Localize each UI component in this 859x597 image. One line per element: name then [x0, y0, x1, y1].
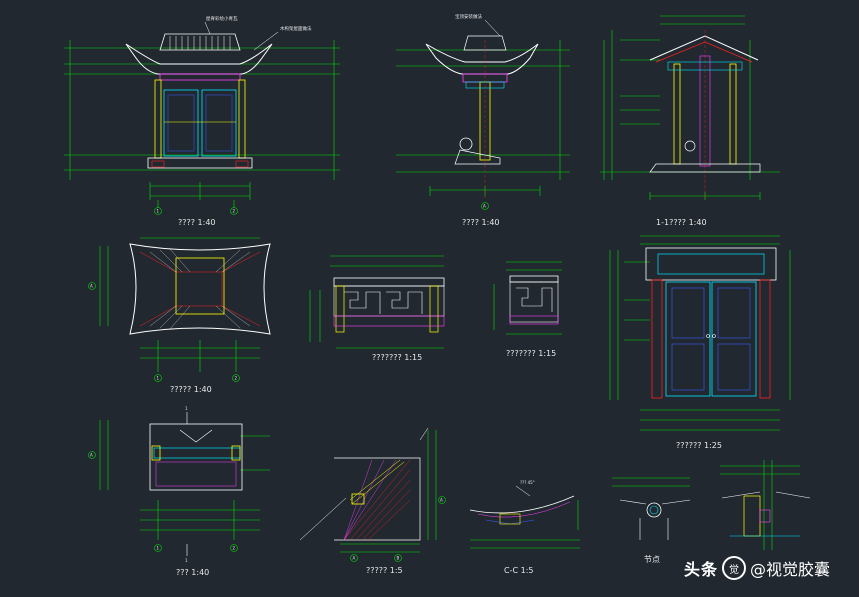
floor-plan-caption: ??? 1:40 [176, 568, 209, 577]
roof-plan: A 1 2 ????? 1:40 [88, 237, 271, 394]
eave-axis-b: B [397, 556, 400, 561]
wechat-account-icon: 觉 [722, 556, 747, 580]
watermark-account-name: @视觉胶囊 [750, 560, 831, 579]
roof-plan-caption: ????? 1:40 [170, 385, 212, 394]
floor-plan-section-marker-top: 1 [185, 406, 188, 411]
front-axis-2: 2 [233, 209, 236, 214]
floor-plan: 1 1 A 1 2 ??? 1:40 [88, 406, 270, 577]
side-axis-a: A [483, 204, 486, 209]
section-c-c-caption: C-C 1:5 [504, 566, 533, 575]
roof-plan-axis-1: 1 [157, 376, 160, 381]
front-ridge-note: 屋脊彩绘小青瓦 [206, 15, 238, 22]
eave-axis-a: A [353, 556, 356, 561]
roof-plan-axis-2: 2 [235, 376, 238, 381]
door-detail: ?????? 1:25 [609, 235, 791, 450]
watermark: 头条 觉 @视觉胶囊 [684, 552, 830, 584]
watermark-source-text: 头条 [684, 560, 719, 579]
railing-detail-b: ??????? 1:15 [493, 261, 562, 358]
node-details: 节点 [612, 460, 811, 564]
eave-axis-a-right: A [440, 498, 443, 503]
railing-detail-a-caption: ??????? 1:15 [372, 353, 422, 362]
eave-detail-caption: ????? 1:5 [366, 566, 403, 575]
roof-plan-axis-a: A [90, 284, 93, 289]
floor-plan-axis-1: 1 [157, 546, 160, 551]
section-c-c: ??? 45° C-C 1:5 [469, 480, 580, 575]
section-1-1: 1-1???? 1:40 [600, 15, 780, 227]
side-elevation-caption: ???? 1:40 [462, 218, 500, 227]
side-elevation: 宝顶安装做法 A ???? 1:40 [396, 13, 570, 227]
eave-detail: A B A ????? 1:5 [299, 427, 446, 575]
eave-angle-label: ??? 45° [520, 480, 535, 485]
front-roof-note: 木构架屋面做法 [280, 25, 312, 32]
floor-plan-axis-a: A [90, 453, 93, 458]
front-elevation-caption: ???? 1:40 [178, 218, 216, 227]
railing-detail-b-caption: ??????? 1:15 [506, 349, 556, 358]
side-top-note: 宝顶安装做法 [455, 13, 482, 20]
front-elevation: 屋脊彩绘小青瓦 木构架屋面做法 1 2 ???? 1:40 [64, 15, 340, 227]
floor-plan-section-marker-bottom: 1 [185, 558, 188, 563]
railing-detail-a: ??????? 1:15 [309, 255, 445, 362]
node-detail-caption: 节点 [644, 555, 660, 564]
door-detail-caption: ?????? 1:25 [676, 441, 722, 450]
floor-plan-axis-2: 2 [233, 546, 236, 551]
front-axis-1: 1 [157, 209, 160, 214]
section-1-1-caption: 1-1???? 1:40 [656, 218, 707, 227]
